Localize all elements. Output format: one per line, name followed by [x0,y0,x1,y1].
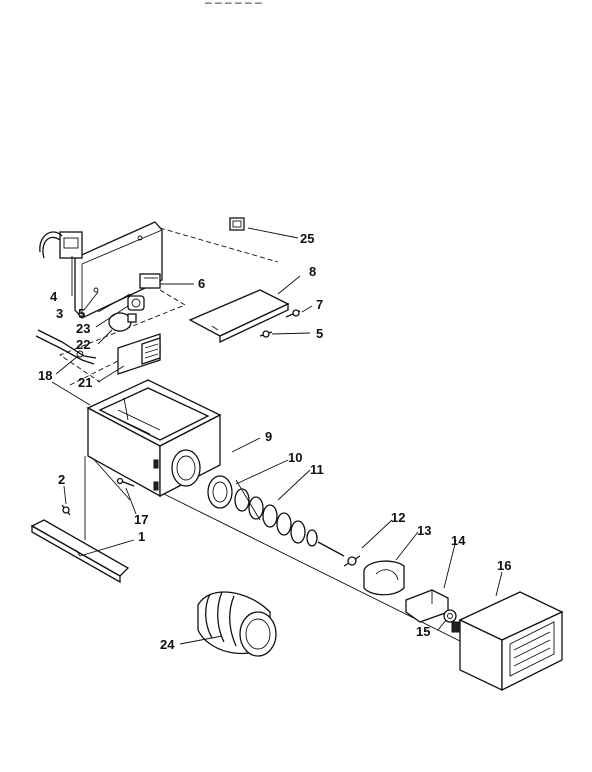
callout-4: 4 [50,289,58,304]
mounting-plate [74,221,163,319]
part-9-housing [86,379,222,498]
part-8-cover [188,289,290,344]
callout-13: 13 [417,523,431,538]
part-21-grille [117,333,161,375]
callout-5a: 5 [78,306,85,321]
part-6-bracket [139,273,161,289]
part-11-auger [234,488,345,557]
callout-2: 2 [58,472,65,487]
part-7-screw [285,309,301,318]
part-10-bushing [207,475,233,509]
callout-labels: 25 8 7 5 6 4 5 3 23 22 18 21 9 10 11 12 … [38,231,511,652]
callout-17: 17 [134,512,148,527]
callout-8: 8 [309,264,316,279]
part-13-blade [363,560,405,596]
part-4-switch [39,231,83,259]
part-25-clip [229,217,245,231]
callout-3: 3 [56,306,63,321]
part-15-nut [443,609,457,623]
part-18-wire-harness [35,329,97,365]
callout-23: 23 [76,321,90,336]
part-23-socket [127,295,145,311]
top-fragment-text: – – – – – – [205,0,262,9]
part-22-bulb [108,312,137,332]
callout-10: 10 [288,450,302,465]
part-1-bracket [30,519,130,584]
part-16-chute [451,591,564,692]
callout-24: 24 [160,637,175,652]
callout-5b: 5 [316,326,323,341]
callout-12: 12 [391,510,405,525]
callout-22: 22 [76,337,90,352]
part-2-screw [61,504,71,516]
part-17-pin [116,477,135,487]
callout-15: 15 [416,624,430,639]
part-5-screw [259,330,273,338]
part-24-drum [197,591,277,657]
callout-9: 9 [265,429,272,444]
callout-21: 21 [78,375,92,390]
callout-1: 1 [138,529,145,544]
part-14-bracket [405,589,449,623]
part-12-clip [343,555,361,567]
callout-18: 18 [38,368,52,383]
callout-leaders [55,227,503,645]
callout-6: 6 [198,276,205,291]
callout-11: 11 [310,462,324,477]
callout-25: 25 [300,231,314,246]
callout-7: 7 [316,297,323,312]
callout-16: 16 [497,558,511,573]
callout-14: 14 [451,533,466,548]
